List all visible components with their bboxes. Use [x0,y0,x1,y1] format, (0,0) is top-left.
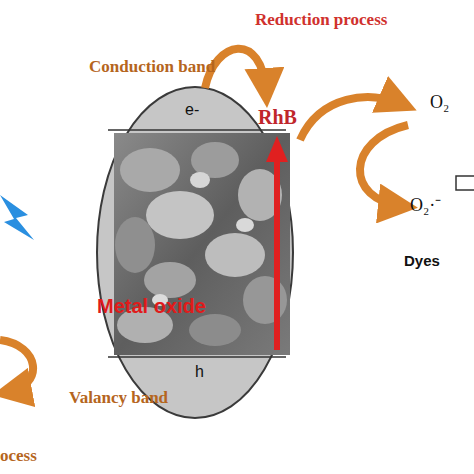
light-bolt [0,195,34,240]
cropped-box [456,176,474,190]
electron-label: e- [185,101,199,119]
species-label: O₂ [430,92,449,113]
material-label: Metal oxide [97,295,206,318]
process-label: ocess [0,446,37,466]
dyes-label: Dyes [404,252,440,269]
band-diagram-circle: Conduction bande-Metal oxidehValancy ban… [95,85,295,420]
species-label: O₂·⁻ [410,192,441,216]
hole-label: h [195,363,204,381]
process-arrow [360,125,408,206]
process-arrow [0,340,33,392]
band-label: Conduction band [89,57,215,77]
process-arrow [300,97,402,140]
band-label: Valancy band [69,388,168,408]
process-label: Reduction process [255,10,387,30]
dye-label: RhB [258,106,297,129]
